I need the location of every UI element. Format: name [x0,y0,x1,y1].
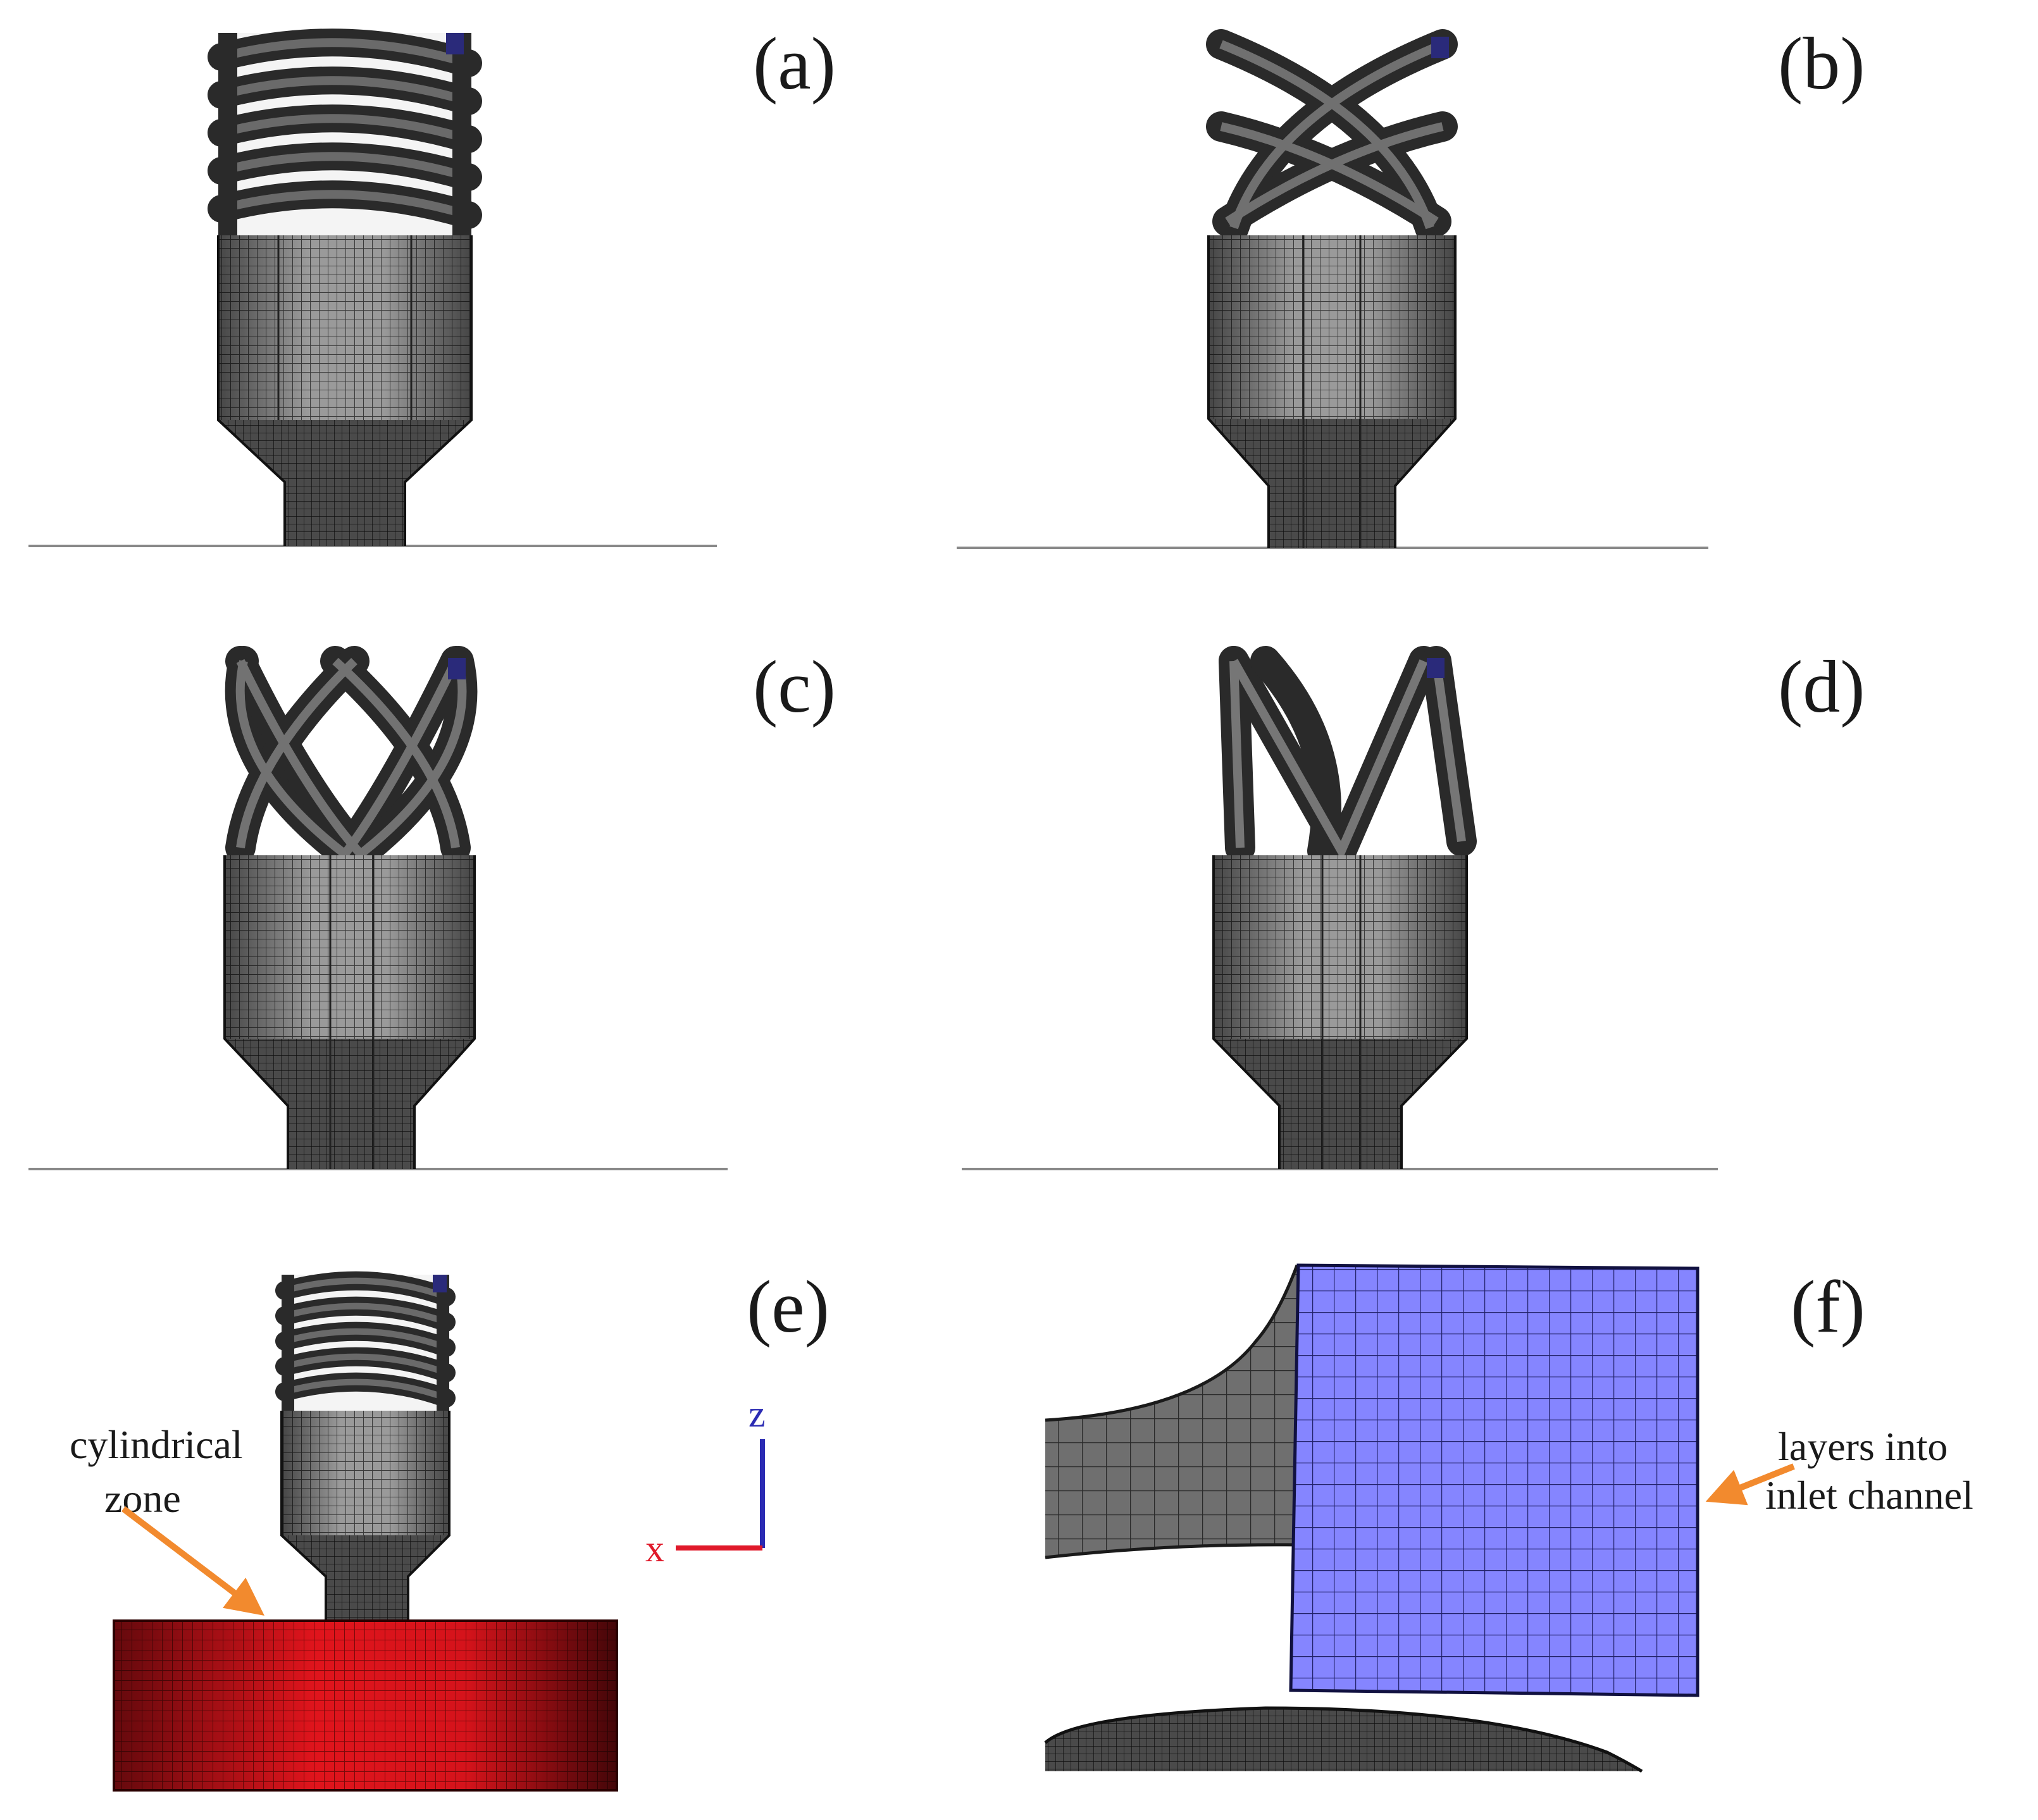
panel-label-e: (e) [747,1265,829,1348]
helical-coils-a [208,28,482,235]
panel-label-a: (a) [753,22,836,105]
panel-b: (b) [957,22,1865,549]
helical-coils-c [225,646,478,876]
axis-triad: z x [645,1393,766,1569]
curved-channel-mesh [1045,1265,1299,1559]
panel-label-d: (d) [1778,645,1865,728]
helical-coils-b [1206,29,1458,243]
x-axis-label: x [645,1528,664,1569]
inlet-marker-c [448,658,466,679]
inlet-marker-e [433,1275,447,1292]
panel-label-c: (c) [753,645,836,728]
panel-c: (c) [28,645,836,1170]
panel-d: (d) [962,645,1865,1170]
lower-surface-mesh [1044,1706,1643,1773]
panel-f: layers into inlet channel (f) [1044,1263,1973,1773]
inlet-label-line1: layers into [1778,1424,1948,1469]
inlet-marker-b [1431,37,1449,58]
panel-e: cylindrical zone z x (e) [70,1265,829,1792]
nozzle-body-b [1207,235,1457,548]
nozzle-body-a [217,235,473,546]
cylindrical-zone-label-line2: zone [104,1476,181,1521]
helical-coils-d [1219,646,1477,885]
cylindrical-zone [113,1619,618,1792]
panel-a: (a) [28,22,836,547]
panel-label-f: (f) [1791,1265,1865,1348]
inlet-arrow [1705,1463,1795,1506]
nozzle-body-c [223,855,476,1169]
cylindrical-zone-label-line1: cylindrical [70,1422,243,1467]
inlet-marker-a [446,33,464,54]
inlet-channel-layers [1289,1263,1699,1697]
nozzle-body-d [1212,855,1468,1169]
z-axis-label: z [749,1393,766,1435]
helical-coils-e [275,1271,456,1411]
inlet-label-line2: inlet channel [1765,1473,1973,1518]
panel-label-b: (b) [1778,22,1865,105]
cylindrical-zone-arrow [121,1506,264,1616]
inlet-marker-d [1427,658,1445,678]
nozzle-body-e [280,1411,450,1621]
